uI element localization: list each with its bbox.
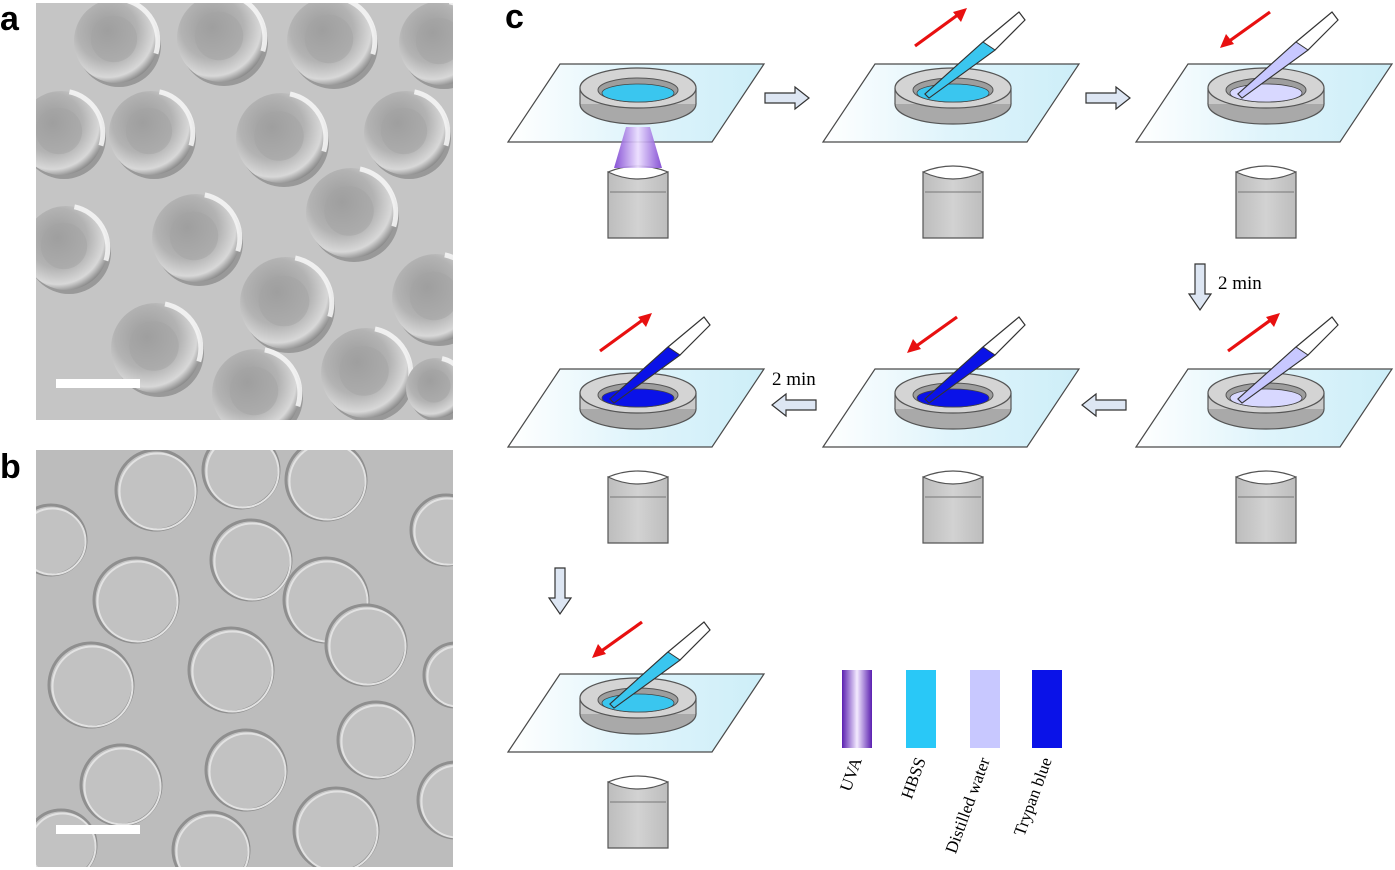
- flow-arrow: [1085, 85, 1131, 111]
- procedure-step: [821, 8, 1081, 239]
- red-blood-cell: [392, 252, 453, 346]
- legend-item: Trypan blue: [1010, 670, 1062, 838]
- ghost-cell: [47, 641, 135, 729]
- panel-b-label: b: [0, 448, 21, 486]
- culture-dish: [894, 67, 1012, 125]
- objective-lens: [922, 165, 984, 239]
- ghost-cell: [336, 700, 416, 780]
- dispense-arrow: [1220, 10, 1271, 48]
- culture-dish: [579, 67, 697, 125]
- uva-beam: [614, 127, 662, 168]
- procedure-step: [506, 63, 766, 239]
- ghost-cell: [409, 493, 453, 567]
- legend-label: Trypan blue: [1010, 755, 1056, 839]
- legend-label: HBSS: [897, 755, 929, 801]
- time-label-2: 2 min: [772, 369, 816, 390]
- pipette: [1237, 316, 1339, 404]
- flow-arrow: [547, 567, 573, 616]
- red-blood-cell: [111, 301, 204, 397]
- rbc-image-b: [36, 450, 453, 867]
- red-blood-cell: [212, 347, 303, 420]
- ghost-cell: [187, 626, 275, 714]
- aspirate-arrow: [1227, 313, 1280, 353]
- red-blood-cell: [364, 89, 451, 179]
- flow-arrow: [1081, 392, 1127, 418]
- red-blood-cell: [399, 3, 453, 89]
- objective-lens: [607, 470, 669, 544]
- red-blood-cell: [287, 3, 378, 89]
- dispense-arrow: [907, 315, 958, 353]
- procedure-step: [506, 313, 766, 544]
- pipette: [609, 621, 711, 709]
- red-blood-cell: [36, 204, 111, 294]
- procedure-step: [1134, 313, 1394, 544]
- panel-a-label: a: [0, 0, 19, 38]
- rbc-image-a: [36, 3, 453, 420]
- legend-label: UVA: [836, 754, 866, 794]
- ghost-cell: [292, 786, 380, 867]
- time-label-1: 2 min: [1218, 273, 1262, 294]
- dic-micrograph-ghost-cells: [36, 450, 453, 867]
- procedure-step: [1134, 10, 1394, 239]
- red-blood-cell: [406, 356, 453, 420]
- ghost-cell: [416, 760, 453, 840]
- objective-lens: [922, 470, 984, 544]
- legend-item: HBSS: [897, 670, 936, 801]
- ghost-cell: [204, 728, 288, 812]
- legend-swatch: [906, 670, 936, 748]
- objective-lens: [607, 775, 669, 849]
- red-blood-cell: [306, 166, 399, 262]
- culture-dish: [894, 372, 1012, 430]
- dispense-arrow: [592, 620, 643, 658]
- pipette: [924, 11, 1026, 99]
- ghost-cell: [79, 743, 163, 827]
- culture-dish: [579, 677, 697, 735]
- procedure-step: [506, 620, 766, 849]
- ghost-cell: [36, 503, 88, 577]
- scale-bar-b: [56, 825, 140, 834]
- red-blood-cell: [321, 326, 414, 420]
- ghost-cell: [422, 641, 453, 709]
- ghost-cell: [284, 450, 368, 522]
- ghost-cell: [114, 450, 198, 532]
- procedure-step: [821, 315, 1081, 544]
- procedure-diagram: 2 min 2 min UVA HBSS Distilled water Trypan…: [506, 8, 1394, 856]
- ghost-cell: [209, 518, 293, 602]
- ghost-cell: [201, 450, 281, 510]
- objective-lens: [1235, 165, 1297, 239]
- dic-micrograph-normal-cells: [36, 3, 453, 420]
- legend-item: UVA: [836, 670, 872, 794]
- red-blood-cell: [152, 192, 243, 286]
- legend-item: Distilled water: [942, 670, 1000, 856]
- flow-arrow: [764, 85, 810, 111]
- ghost-cell: [36, 808, 98, 867]
- flow-arrow: [771, 392, 817, 418]
- ghost-cell: [171, 810, 251, 867]
- red-blood-cell: [36, 89, 106, 179]
- red-blood-cell: [236, 91, 329, 187]
- ghost-cell: [92, 556, 180, 644]
- pipette: [1237, 11, 1339, 99]
- objective-lens: [607, 165, 669, 239]
- ghost-cell: [324, 603, 408, 687]
- scale-bar-a: [56, 379, 140, 388]
- red-blood-cell: [177, 3, 268, 86]
- pipette: [924, 316, 1026, 404]
- legend-label: Distilled water: [942, 755, 994, 856]
- aspirate-arrow: [914, 8, 967, 48]
- red-blood-cell: [240, 255, 335, 353]
- pipette: [609, 316, 711, 404]
- legend-swatch: [970, 670, 1000, 748]
- dish-liquid: [601, 83, 675, 103]
- legend: UVA HBSS Distilled water Trypan blue: [836, 670, 1062, 856]
- red-blood-cell: [109, 89, 196, 179]
- flow-arrow: [1187, 263, 1213, 312]
- legend-swatch: [842, 670, 872, 748]
- objective-lens: [1235, 470, 1297, 544]
- culture-dish: [1207, 372, 1325, 430]
- legend-swatch: [1032, 670, 1062, 748]
- aspirate-arrow: [599, 313, 652, 353]
- red-blood-cell: [74, 3, 161, 87]
- panel-c-label: c: [505, 0, 524, 36]
